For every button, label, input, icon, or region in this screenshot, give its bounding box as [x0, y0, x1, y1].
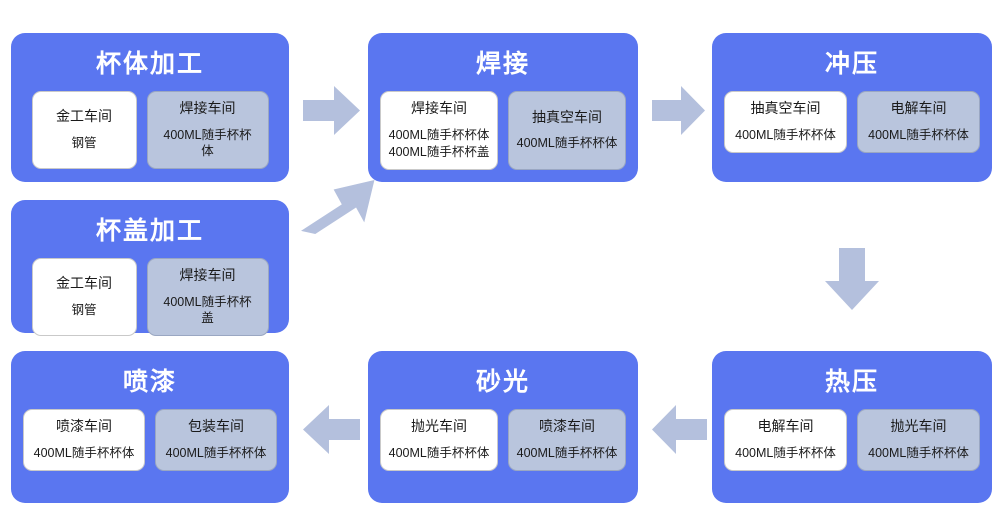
- workshop-products: 钢管: [71, 302, 96, 318]
- stage-card-cup-body-processing[interactable]: 杯体加工 金工车间 钢管 焊接车间 400ML随手杯杯体: [11, 33, 289, 182]
- workshop-box[interactable]: 焊接车间 400ML随手杯杯盖: [146, 258, 269, 336]
- workshop-name: 焊接车间: [179, 100, 236, 116]
- stage-card-stamping[interactable]: 冲压 抽真空车间 400ML随手杯杯体 电解车间 400ML随手杯杯体: [712, 33, 992, 182]
- workshop-products: 400ML随手杯杯体: [160, 127, 256, 159]
- workshop-box[interactable]: 喷漆车间 400ML随手杯杯体: [23, 409, 145, 471]
- stage-title: 冲压: [824, 50, 879, 78]
- stage-body: 电解车间 400ML随手杯杯体 抛光车间 400ML随手杯杯体: [712, 409, 992, 485]
- workshop-box[interactable]: 电解车间 400ML随手杯杯体: [724, 409, 847, 471]
- workshop-box[interactable]: 包装车间 400ML随手杯杯体: [155, 409, 277, 471]
- product-item: 400ML随手杯杯体: [33, 445, 135, 460]
- product-item: 钢管: [71, 302, 97, 317]
- workshop-name: 焊接车间: [411, 100, 467, 116]
- workshop-name: 抛光车间: [411, 418, 467, 434]
- workshop-name: 抛光车间: [890, 418, 947, 434]
- stage-title: 杯体加工: [95, 50, 204, 78]
- product-item: 400ML随手杯杯体: [165, 445, 267, 460]
- arrow-down-icon: [825, 248, 879, 310]
- workshop-name: 抽真空车间: [750, 100, 821, 116]
- workshop-box[interactable]: 电解车间 400ML随手杯杯体: [857, 91, 980, 153]
- stage-title: 砂光: [475, 368, 530, 396]
- workshop-box[interactable]: 抛光车间 400ML随手杯杯体: [857, 409, 980, 471]
- stage-body: 抛光车间 400ML随手杯杯体 喷漆车间 400ML随手杯杯体: [368, 409, 638, 485]
- workshop-products: 400ML随手杯杯体: [166, 445, 267, 461]
- workshop-products: 400ML随手杯杯体: [868, 127, 969, 143]
- product-item: 400ML随手杯杯体: [516, 136, 618, 150]
- workshop-products: 400ML随手杯杯体: [868, 445, 969, 461]
- stage-body: 金工车间 钢管 焊接车间 400ML随手杯杯盖: [11, 258, 289, 350]
- workshop-box[interactable]: 抛光车间 400ML随手杯杯体: [380, 409, 498, 471]
- stage-title: 热压: [824, 368, 879, 396]
- stage-body: 喷漆车间 400ML随手杯杯体 包装车间 400ML随手杯杯体: [11, 409, 289, 485]
- product-item: 400ML随手杯杯体: [516, 445, 618, 460]
- stage-title: 焊接: [475, 50, 530, 78]
- stage-card-welding[interactable]: 焊接 焊接车间 400ML随手杯杯体 400ML随手杯杯盖 抽真空车间 400M…: [368, 33, 638, 182]
- workshop-box[interactable]: 焊接车间 400ML随手杯杯体 400ML随手杯杯盖: [380, 91, 498, 170]
- workshop-name: 金工车间: [56, 108, 112, 124]
- workshop-products: 钢管: [71, 135, 96, 151]
- workshop-name: 焊接车间: [179, 267, 236, 283]
- stage-card-hot-pressing[interactable]: 热压 电解车间 400ML随手杯杯体 抛光车间 400ML随手杯杯体: [712, 351, 992, 503]
- stage-title: 喷漆: [122, 368, 177, 396]
- arrow-right-icon: [303, 86, 360, 135]
- workshop-products: 400ML随手杯杯体: [34, 445, 135, 461]
- workshop-name: 喷漆车间: [539, 418, 595, 434]
- arrow-up-right-icon: [299, 172, 375, 242]
- workshop-box[interactable]: 金工车间 钢管: [31, 258, 137, 336]
- workshop-box[interactable]: 抽真空车间 400ML随手杯杯体: [724, 91, 847, 153]
- arrow-left-icon: [303, 405, 360, 454]
- product-item: 钢管: [71, 135, 97, 150]
- product-item: 400ML随手杯杯体: [868, 445, 969, 460]
- stage-body: 焊接车间 400ML随手杯杯体 400ML随手杯杯盖 抽真空车间 400ML随手…: [368, 91, 638, 184]
- workshop-products: 400ML随手杯杯体: [389, 445, 490, 461]
- product-item: 400ML随手杯杯体: [388, 127, 490, 142]
- workshop-name: 喷漆车间: [56, 418, 112, 434]
- product-item: 400ML随手杯杯盖: [388, 144, 490, 159]
- product-item: 400ML随手杯杯体: [163, 127, 252, 158]
- workshop-products: 400ML随手杯杯盖: [160, 294, 256, 326]
- product-item: 400ML随手杯杯体: [735, 127, 836, 142]
- workshop-box[interactable]: 喷漆车间 400ML随手杯杯体: [508, 409, 626, 471]
- stage-title: 杯盖加工: [95, 217, 204, 245]
- stage-card-sanding[interactable]: 砂光 抛光车间 400ML随手杯杯体 喷漆车间 400ML随手杯杯体: [368, 351, 638, 503]
- workshop-name: 电解车间: [890, 100, 947, 116]
- arrow-right-icon: [652, 86, 705, 135]
- workshop-box[interactable]: 焊接车间 400ML随手杯杯体: [146, 91, 269, 169]
- stage-card-spray-painting[interactable]: 喷漆 喷漆车间 400ML随手杯杯体 包装车间 400ML随手杯杯体: [11, 351, 289, 503]
- workshop-name: 金工车间: [56, 275, 112, 291]
- arrow-left-icon: [652, 405, 707, 454]
- workshop-box[interactable]: 金工车间 钢管: [31, 91, 137, 169]
- workshop-name: 包装车间: [188, 418, 244, 434]
- workshop-products: 400ML随手杯杯体: [735, 445, 836, 461]
- workshop-products: 400ML随手杯杯体: [735, 127, 836, 143]
- product-item: 400ML随手杯杯盖: [163, 294, 252, 325]
- stage-card-cup-lid-processing[interactable]: 杯盖加工 金工车间 钢管 焊接车间 400ML随手杯杯盖: [11, 200, 289, 336]
- stage-body: 抽真空车间 400ML随手杯杯体 电解车间 400ML随手杯杯体: [712, 91, 992, 167]
- product-item: 400ML随手杯杯体: [388, 445, 490, 460]
- stage-body: 金工车间 钢管 焊接车间 400ML随手杯杯体: [11, 91, 289, 183]
- workshop-products: 400ML随手杯杯体: [517, 135, 618, 151]
- workshop-name: 抽真空车间: [532, 108, 602, 125]
- workshop-box[interactable]: 抽真空车间 400ML随手杯杯体: [508, 91, 626, 170]
- workshop-name: 电解车间: [757, 418, 814, 434]
- product-item: 400ML随手杯杯体: [868, 127, 969, 142]
- product-item: 400ML随手杯杯体: [735, 445, 836, 460]
- workshop-products: 400ML随手杯杯体 400ML随手杯杯盖: [389, 127, 490, 160]
- workshop-products: 400ML随手杯杯体: [517, 445, 618, 461]
